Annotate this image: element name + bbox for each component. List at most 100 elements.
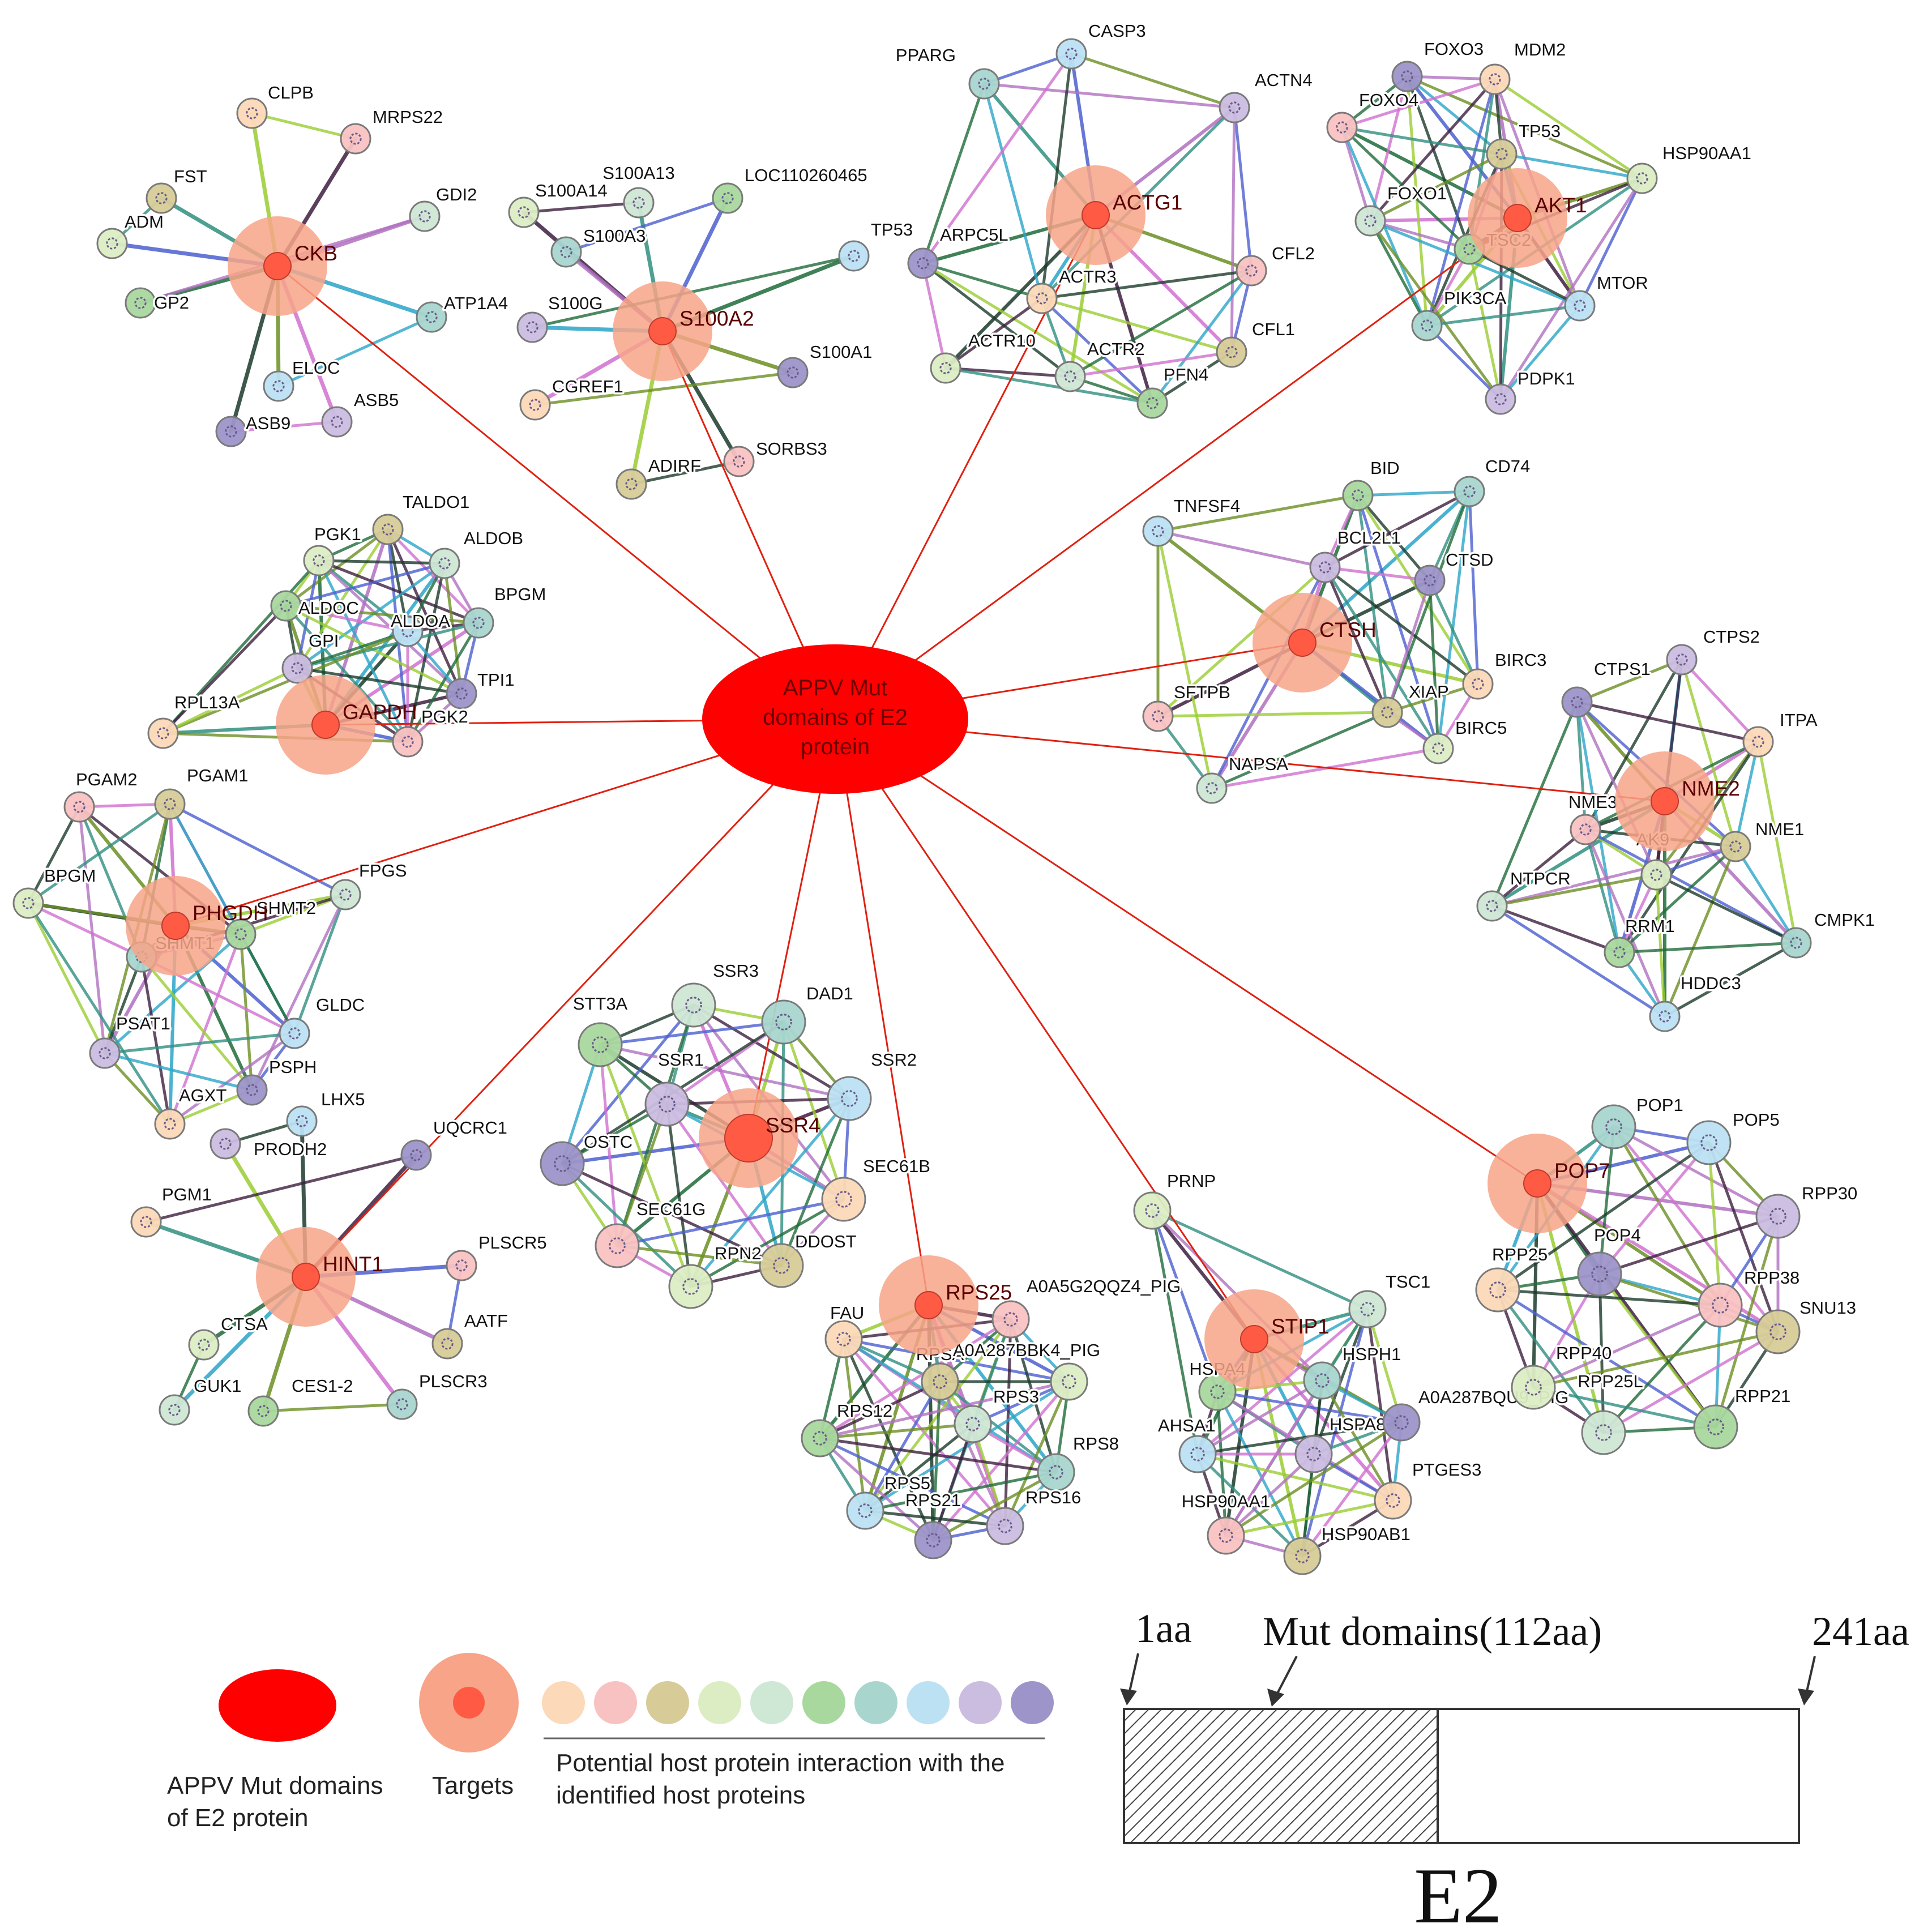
protein-circle[interactable] [1720,831,1751,862]
protein-node[interactable]: TSC1 [1348,1270,1433,1328]
target-node[interactable]: AKT1 [1468,168,1587,268]
protein-node[interactable]: CES1-2 [247,1374,355,1427]
protein-node[interactable]: SSR3 [671,959,760,1028]
protein-node[interactable]: ACTR10 [930,329,1037,384]
protein-circle[interactable] [1136,387,1168,419]
protein-node[interactable]: PSPH [236,1055,319,1106]
protein-circle[interactable] [1414,565,1446,596]
protein-circle[interactable] [303,545,335,576]
protein-circle[interactable] [623,187,655,219]
protein-circle[interactable] [1755,1309,1801,1354]
protein-circle[interactable] [446,1250,477,1281]
protein-node[interactable]: RPP40 [1511,1341,1614,1410]
protein-node[interactable]: AATF [431,1309,510,1360]
protein-node[interactable]: TPI1 [446,668,516,709]
protein-circle[interactable] [991,1300,1030,1339]
protein-circle[interactable] [1570,814,1601,845]
protein-circle[interactable] [372,514,404,545]
target-dot[interactable] [648,317,677,345]
protein-circle[interactable] [1640,859,1672,891]
protein-circle[interactable] [921,1362,959,1401]
protein-circle[interactable] [1422,733,1454,764]
protein-node[interactable]: NME3 [1567,790,1619,845]
protein-node[interactable]: ALDOA [389,609,452,647]
protein-node[interactable]: A0A287BBK4_PIG [951,1339,1102,1401]
protein-node[interactable]: DAD1 [761,982,855,1045]
target-node[interactable]: NME2 [1615,751,1740,851]
protein-node[interactable]: SEC61B [821,1155,932,1222]
protein-node[interactable]: PTGES3 [1374,1458,1484,1520]
protein-node[interactable]: PFN4 [1136,363,1211,419]
protein-circle[interactable] [968,68,1000,100]
protein-node[interactable]: BPGM [12,864,98,919]
protein-node[interactable]: ACTR2 [1054,337,1147,392]
target-dot[interactable] [1503,204,1532,232]
protein-circle[interactable] [1026,283,1058,314]
protein-node[interactable]: STT3A [571,992,630,1067]
center-node[interactable]: APPV Mut domains of E2 protein [702,644,968,794]
protein-circle[interactable] [1485,383,1516,415]
protein-node[interactable]: PLSCR3 [386,1370,489,1420]
protein-circle[interactable] [1604,937,1635,968]
protein-circle[interactable] [1511,1365,1556,1410]
protein-node[interactable]: LOC110260465 [712,164,869,214]
protein-node[interactable]: PLSCR5 [446,1231,549,1281]
protein-node[interactable]: GPI [281,629,341,684]
protein-node[interactable]: BPGM [463,583,548,639]
protein-node[interactable]: BCL2L1 [1309,526,1403,583]
target-dot[interactable] [263,252,292,280]
protein-node[interactable]: RPN2 [668,1242,763,1309]
protein-circle[interactable] [147,717,179,749]
protein-node[interactable]: CTPS2 [1666,625,1762,676]
protein-circle[interactable] [1142,515,1174,547]
target-node[interactable]: ACTG1 [1046,165,1182,265]
protein-circle[interactable] [215,416,247,447]
protein-circle[interactable] [668,1264,713,1309]
protein-node[interactable]: POP5 [1686,1108,1781,1165]
protein-circle[interactable] [236,97,268,129]
target-dot[interactable] [724,1114,773,1162]
protein-circle[interactable] [508,196,540,228]
protein-node[interactable]: SORBS3 [723,437,829,477]
protein-circle[interactable] [761,999,806,1045]
protein-node[interactable]: POP1 [1591,1093,1685,1149]
protein-circle[interactable] [1698,1283,1743,1328]
protein-node[interactable]: AGXT [154,1084,229,1140]
protein-node[interactable]: ELOC [263,356,342,402]
protein-node[interactable]: PRNP [1133,1169,1218,1230]
protein-node[interactable]: MRPS22 [340,105,445,155]
protein-node[interactable]: S100A1 [777,340,874,388]
protein-circle[interactable] [540,1141,585,1186]
protein-circle[interactable] [392,615,424,647]
protein-circle[interactable] [1374,1481,1412,1520]
protein-node[interactable]: RPS12 [801,1399,895,1457]
protein-node[interactable]: RRM1 [1604,914,1677,968]
protein-circle[interactable] [712,182,743,214]
protein-node[interactable]: ADM [96,210,165,259]
protein-node[interactable]: TP53 [1486,119,1563,170]
protein-node[interactable]: SNU13 [1755,1296,1858,1354]
protein-circle[interactable] [154,1108,186,1140]
protein-node[interactable]: RPS21 [903,1489,963,1559]
protein-circle[interactable] [125,287,156,319]
protein-circle[interactable] [247,1395,279,1427]
protein-circle[interactable] [1479,63,1511,95]
protein-node[interactable]: RPP30 [1755,1182,1860,1239]
protein-circle[interactable] [416,301,447,333]
protein-circle[interactable] [1354,205,1386,237]
target-dot[interactable] [1240,1325,1268,1353]
protein-circle[interactable] [1309,552,1341,583]
protein-node[interactable]: ACTN4 [1219,69,1314,123]
protein-circle[interactable] [1348,1290,1387,1328]
protein-circle[interactable] [340,123,371,155]
protein-node[interactable]: RPP25 [1475,1243,1550,1313]
protein-circle[interactable] [1037,1453,1075,1491]
protein-node[interactable]: MDM2 [1479,38,1568,95]
protein-node[interactable]: CFL2 [1236,242,1317,287]
protein-circle[interactable] [96,228,128,259]
protein-node[interactable]: BID [1342,456,1401,511]
protein-circle[interactable] [1283,1537,1322,1575]
target-dot[interactable] [311,711,340,739]
protein-node[interactable]: OSTC [540,1130,635,1186]
protein-circle[interactable] [827,1076,872,1121]
